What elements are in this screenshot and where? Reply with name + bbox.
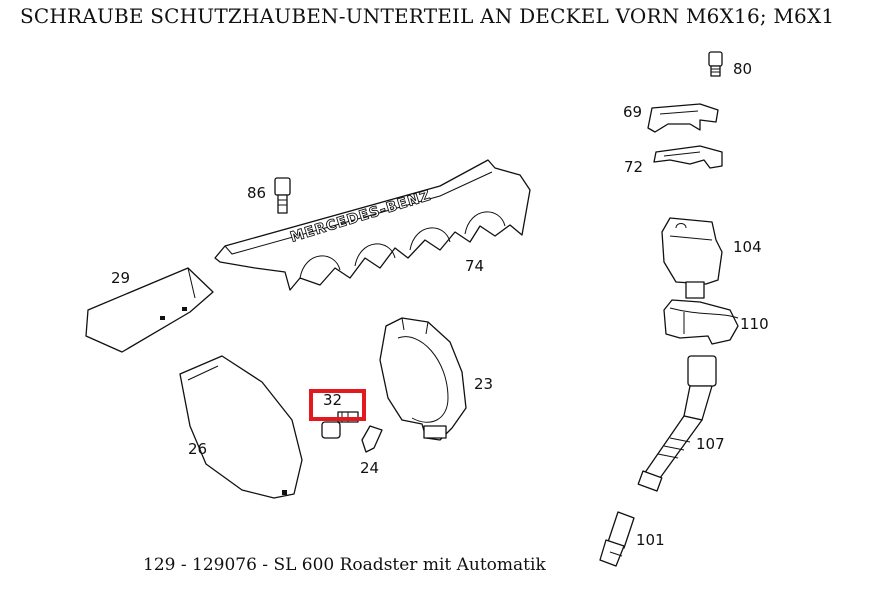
part-80-bolt[interactable] — [708, 51, 723, 77]
part-86-bolt[interactable] — [274, 177, 291, 214]
part-26-side-cover[interactable] — [179, 355, 303, 499]
label-101: 101 — [636, 531, 665, 549]
label-80: 80 — [733, 60, 752, 78]
part-69-bracket[interactable] — [647, 103, 719, 133]
page-title: SCHRAUBE SCHUTZHAUBEN-UNTERTEIL AN DECKE… — [20, 4, 835, 28]
label-72: 72 — [624, 158, 643, 176]
highlight-box-part-32 — [309, 389, 366, 421]
part-72-bracket[interactable] — [653, 145, 723, 169]
label-32[interactable]: 32 — [323, 391, 342, 409]
diagram-caption: 129 - 129076 - SL 600 Roadster mit Autom… — [143, 555, 546, 575]
label-24: 24 — [360, 459, 379, 477]
label-29: 29 — [111, 269, 130, 287]
part-29-cover[interactable] — [85, 267, 214, 353]
label-104: 104 — [733, 238, 762, 256]
part-107-spark-plug-connector[interactable] — [637, 355, 717, 492]
label-110: 110 — [740, 315, 769, 333]
part-104-ignition-coil[interactable] — [661, 217, 723, 299]
part-101-spark-plug[interactable] — [599, 511, 635, 567]
label-86: 86 — [247, 184, 266, 202]
part-110-holder[interactable] — [663, 299, 739, 345]
label-74: 74 — [465, 257, 484, 275]
label-23: 23 — [474, 375, 493, 393]
label-26: 26 — [188, 440, 207, 458]
label-107: 107 — [696, 435, 725, 453]
part-32-sensor[interactable] — [321, 411, 359, 439]
part-24-clip[interactable] — [361, 425, 383, 453]
label-69: 69 — [623, 103, 642, 121]
part-23-housing[interactable] — [379, 317, 467, 441]
